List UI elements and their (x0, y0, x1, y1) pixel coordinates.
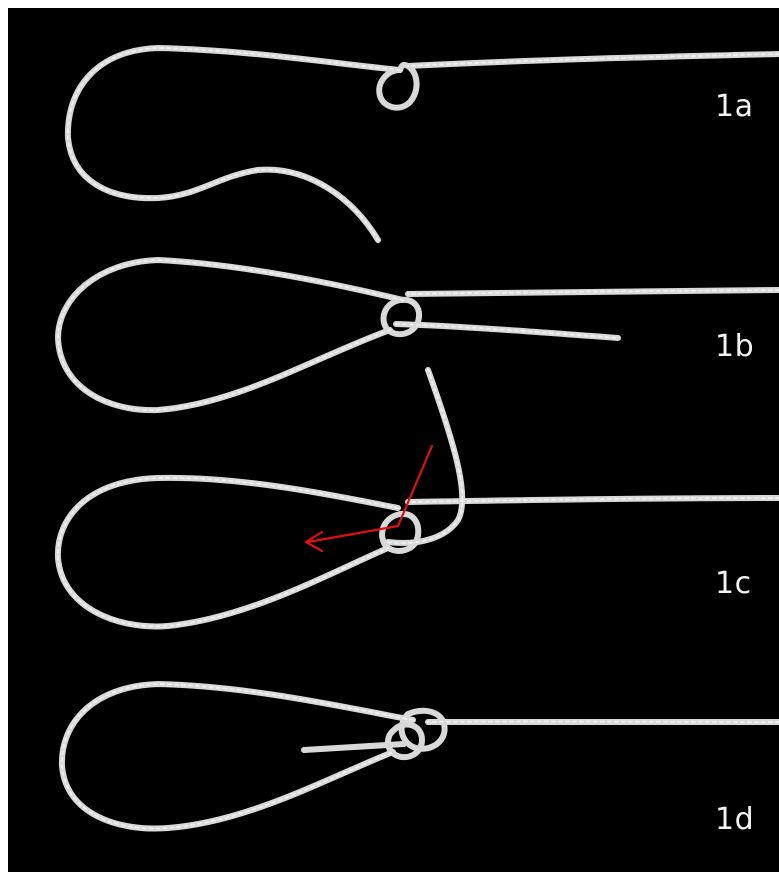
step-label-1d: 1d (715, 802, 755, 837)
arrow-shaft-upper (396, 444, 434, 528)
step-1a-rope (64, 45, 779, 243)
step-1c-rope (54, 367, 779, 630)
step-1d-rope (58, 681, 779, 832)
step-1d-rope-texture (60, 682, 779, 830)
arrow-head (304, 530, 324, 553)
knot-diagram-svg (54, 45, 779, 832)
step-1a-rope-texture (66, 46, 779, 241)
knot-diagram-stage: 1a 1b 1c 1d (8, 8, 779, 872)
step-1c-red-arrow (304, 444, 434, 553)
step-label-1a: 1a (715, 89, 754, 124)
step-1b-rope-texture (56, 258, 779, 412)
step-1b-loop-top (55, 257, 406, 414)
step-1b-small-loop (380, 296, 422, 338)
step-1a-small-loop (376, 61, 420, 111)
step-1b-rope (55, 257, 779, 414)
step-1d-knot-coil-a (398, 707, 448, 752)
step-1d-loop (58, 681, 416, 832)
step-1c-rope-texture (56, 369, 779, 628)
step-label-1b: 1b (715, 329, 755, 364)
step-1d-tag-end (301, 741, 407, 753)
arrow-shaft-lower (306, 524, 400, 544)
step-1c-loop (54, 474, 401, 630)
step-label-1c: 1c (715, 566, 752, 601)
step-1a-big-curve (64, 45, 403, 243)
